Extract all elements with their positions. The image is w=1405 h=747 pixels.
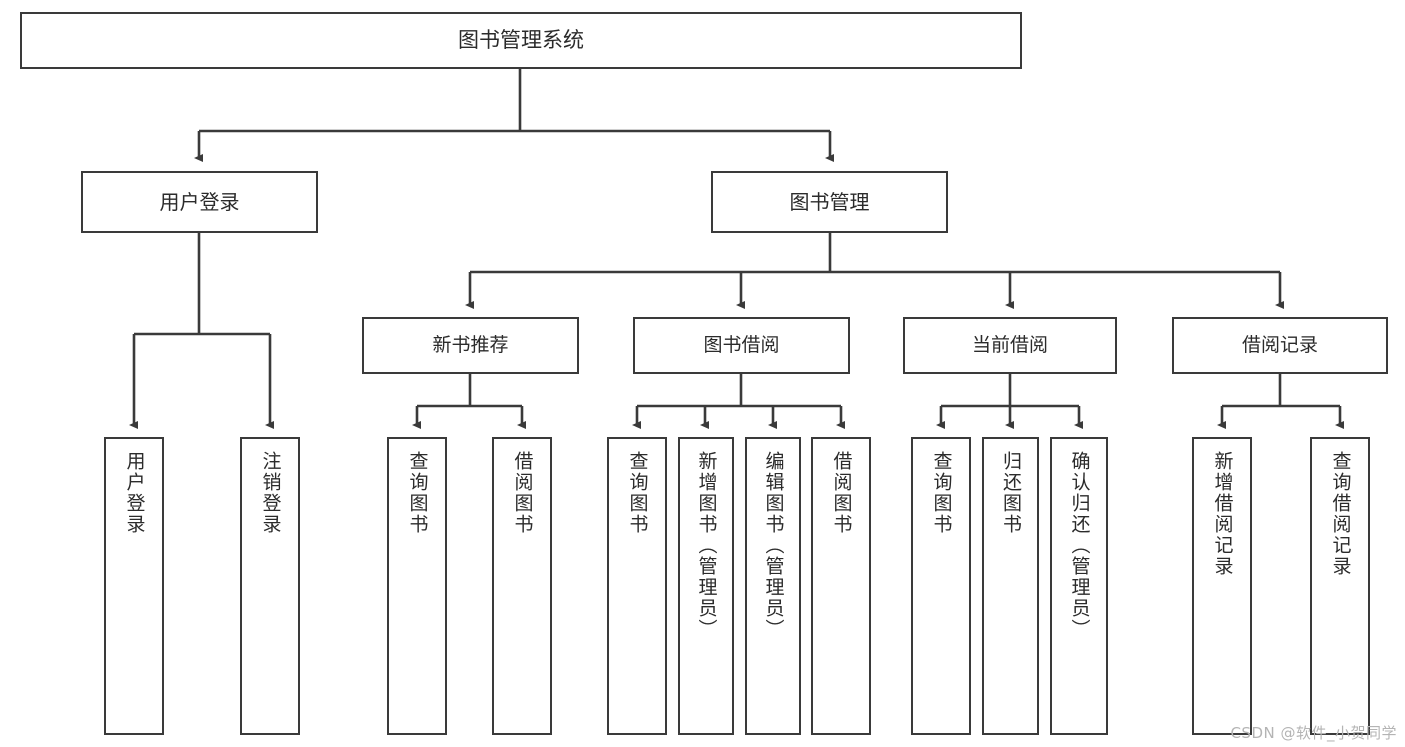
node-book-borrow-label: 图书借阅 <box>703 333 780 356</box>
node-root[interactable]: 图书管理系统 <box>20 12 1022 69</box>
node-leaf-query-book-2[interactable]: 查询图书 <box>607 437 667 735</box>
node-leaf-return-book[interactable]: 归还图书 <box>982 437 1039 735</box>
node-current-borrow-label: 当前借阅 <box>971 333 1048 356</box>
node-book-manage[interactable]: 图书管理 <box>711 171 948 233</box>
node-leaf-borrow-book-1[interactable]: 借阅图书 <box>492 437 552 735</box>
node-leaf-query-book-3[interactable]: 查询图书 <box>911 437 971 735</box>
node-leaf-user-login-label: 用户登录 <box>123 451 146 535</box>
node-leaf-query-book-1[interactable]: 查询图书 <box>387 437 447 735</box>
node-leaf-edit-book-label: 编辑图书（管理员） <box>762 451 785 640</box>
node-leaf-add-book-label: 新增图书（管理员） <box>695 451 718 640</box>
node-leaf-logout-label: 注销登录 <box>259 451 282 535</box>
node-leaf-query-book-2-label: 查询图书 <box>626 451 649 535</box>
node-new-book-recommend-label: 新书推荐 <box>432 333 509 356</box>
node-leaf-add-record[interactable]: 新增借阅记录 <box>1192 437 1252 735</box>
node-leaf-query-record-label: 查询借阅记录 <box>1329 451 1352 577</box>
node-leaf-borrow-book-1-label: 借阅图书 <box>511 451 534 535</box>
node-book-borrow[interactable]: 图书借阅 <box>633 317 850 374</box>
node-leaf-add-record-label: 新增借阅记录 <box>1211 451 1234 577</box>
node-leaf-borrow-book-2-label: 借阅图书 <box>830 451 853 535</box>
node-user-login-label: 用户登录 <box>159 189 240 214</box>
node-leaf-query-book-3-label: 查询图书 <box>930 451 953 535</box>
node-leaf-query-book-1-label: 查询图书 <box>406 451 429 535</box>
node-book-manage-label: 图书管理 <box>789 189 870 214</box>
node-leaf-borrow-book-2[interactable]: 借阅图书 <box>811 437 871 735</box>
node-leaf-confirm-return-label: 确认归还（管理员） <box>1068 451 1091 640</box>
node-leaf-confirm-return[interactable]: 确认归还（管理员） <box>1050 437 1108 735</box>
node-leaf-add-book[interactable]: 新增图书（管理员） <box>678 437 734 735</box>
node-leaf-user-login[interactable]: 用户登录 <box>104 437 164 735</box>
node-new-book-recommend[interactable]: 新书推荐 <box>362 317 579 374</box>
node-borrow-record[interactable]: 借阅记录 <box>1172 317 1388 374</box>
watermark: CSDN @软件_小贺同学 <box>1230 724 1397 742</box>
node-user-login[interactable]: 用户登录 <box>81 171 318 233</box>
node-leaf-logout[interactable]: 注销登录 <box>240 437 300 735</box>
node-leaf-query-record[interactable]: 查询借阅记录 <box>1310 437 1370 735</box>
node-current-borrow[interactable]: 当前借阅 <box>903 317 1117 374</box>
node-leaf-return-book-label: 归还图书 <box>1000 451 1022 535</box>
node-leaf-edit-book[interactable]: 编辑图书（管理员） <box>745 437 801 735</box>
node-borrow-record-label: 借阅记录 <box>1241 333 1318 356</box>
node-root-label: 图书管理系统 <box>458 27 584 52</box>
